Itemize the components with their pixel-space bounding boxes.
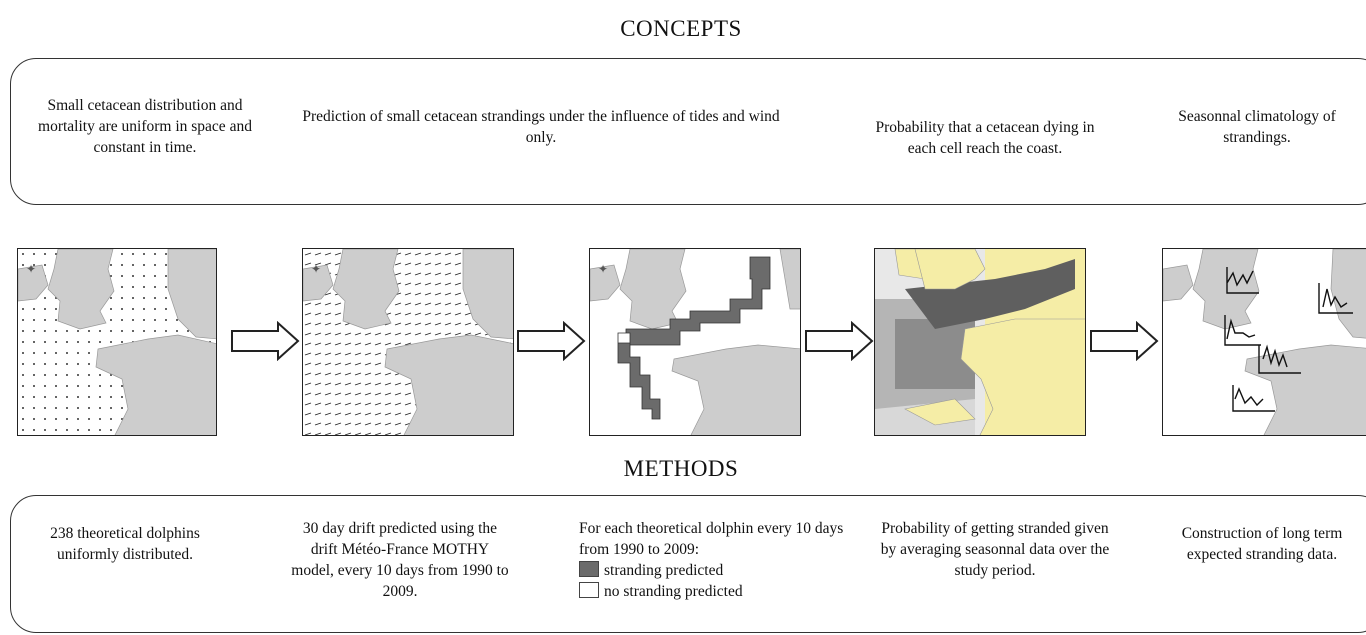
concept-distribution-text: Small cetacean distribution and mortalit… [38, 97, 252, 156]
arrow-right-2 [517, 321, 586, 361]
method-dolphins-text: 238 theoretical dolphins uniformly distr… [50, 525, 200, 563]
svg-text:✦: ✦ [26, 262, 36, 276]
map-seasonal-climatology [1162, 248, 1366, 436]
arrow-right-3 [805, 321, 874, 361]
britain-land [47, 249, 115, 330]
seasonal-curves [1224, 267, 1353, 412]
methods-title: METHODS [623, 456, 739, 481]
map-drift-vectors: ✦ [302, 248, 514, 436]
legend-swatch-white [579, 582, 599, 598]
legend-stranding-predicted: stranding predicted [579, 560, 849, 581]
concept-prediction-text: Prediction of small cetacean strandings … [302, 108, 780, 146]
method-construction-text: Construction of long term expected stran… [1181, 525, 1343, 563]
method-drift-text: 30 day drift predicted using the drift M… [291, 520, 509, 600]
concepts-title: CONCEPTS [620, 16, 742, 41]
legend-no-stranding-label: no stranding predicted [604, 583, 743, 600]
stranding-cells [617, 256, 771, 420]
legend-no-stranding: no stranding predicted [579, 581, 849, 602]
legend-stranding-label: stranding predicted [604, 562, 724, 579]
legend-swatch-dark [579, 561, 599, 577]
map-stranding-cells: ✦ [589, 248, 801, 436]
concept-probability-text: Probability that a cetacean dying in eac… [875, 119, 1095, 157]
concept-climatology-text: Seasonnal climatology of strandings. [1178, 108, 1336, 146]
map-uniform-distribution: ✦ [17, 248, 217, 436]
svg-text:✦: ✦ [598, 262, 608, 276]
method-stranding-heading: For each theoretical dolphin every 10 da… [579, 520, 844, 558]
method-stranding-text: For each theoretical dolphin every 10 da… [579, 518, 849, 602]
arrow-right-4 [1090, 321, 1159, 361]
method-probability-text: Probability of getting stranded given by… [880, 520, 1110, 579]
concepts-panel: Small cetacean distribution and mortalit… [10, 58, 1366, 205]
map-stranding-probability [874, 248, 1086, 436]
france-land [95, 334, 216, 435]
arrow-right-1 [231, 321, 300, 361]
methods-panel: 238 theoretical dolphins uniformly distr… [10, 495, 1366, 633]
svg-text:✦: ✦ [311, 262, 321, 276]
